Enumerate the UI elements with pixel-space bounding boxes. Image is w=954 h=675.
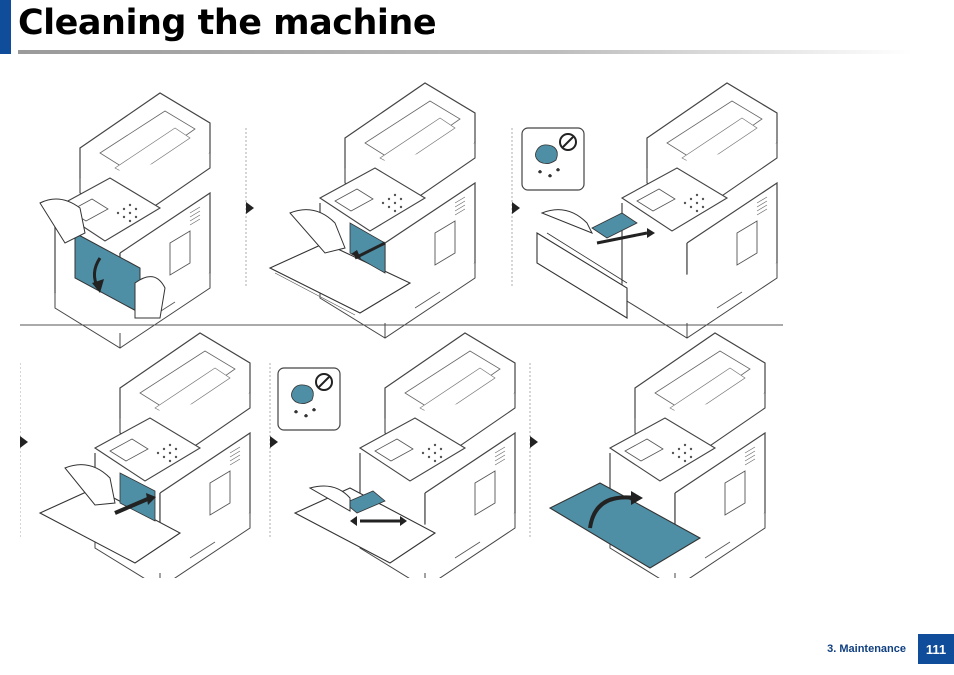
step-arrow-icon (270, 436, 278, 448)
step-arrow-icon (20, 436, 28, 448)
title-divider (18, 50, 913, 54)
step-arrow-icon (246, 202, 254, 214)
no-water-warning-icon-1 (522, 128, 584, 190)
step-3-wipe-inside (537, 83, 777, 338)
page-title: Cleaning the machine (18, 0, 436, 46)
page-number: 111 (918, 634, 954, 664)
illustration-canvas (20, 78, 786, 578)
no-water-warning-icon-2 (278, 368, 340, 430)
step-2-remove-cartridge (270, 83, 475, 338)
cleaning-steps-illustration (20, 78, 786, 578)
step-4-insert-cartridge (40, 333, 250, 578)
footer-section-label: 3. Maintenance (827, 641, 906, 657)
step-1-open-front-cover (40, 93, 210, 348)
step-arrow-icon (512, 202, 520, 214)
step-arrow-icon (530, 436, 538, 448)
step-6-close-front-cover (550, 333, 765, 578)
title-accent-bar (0, 0, 11, 54)
